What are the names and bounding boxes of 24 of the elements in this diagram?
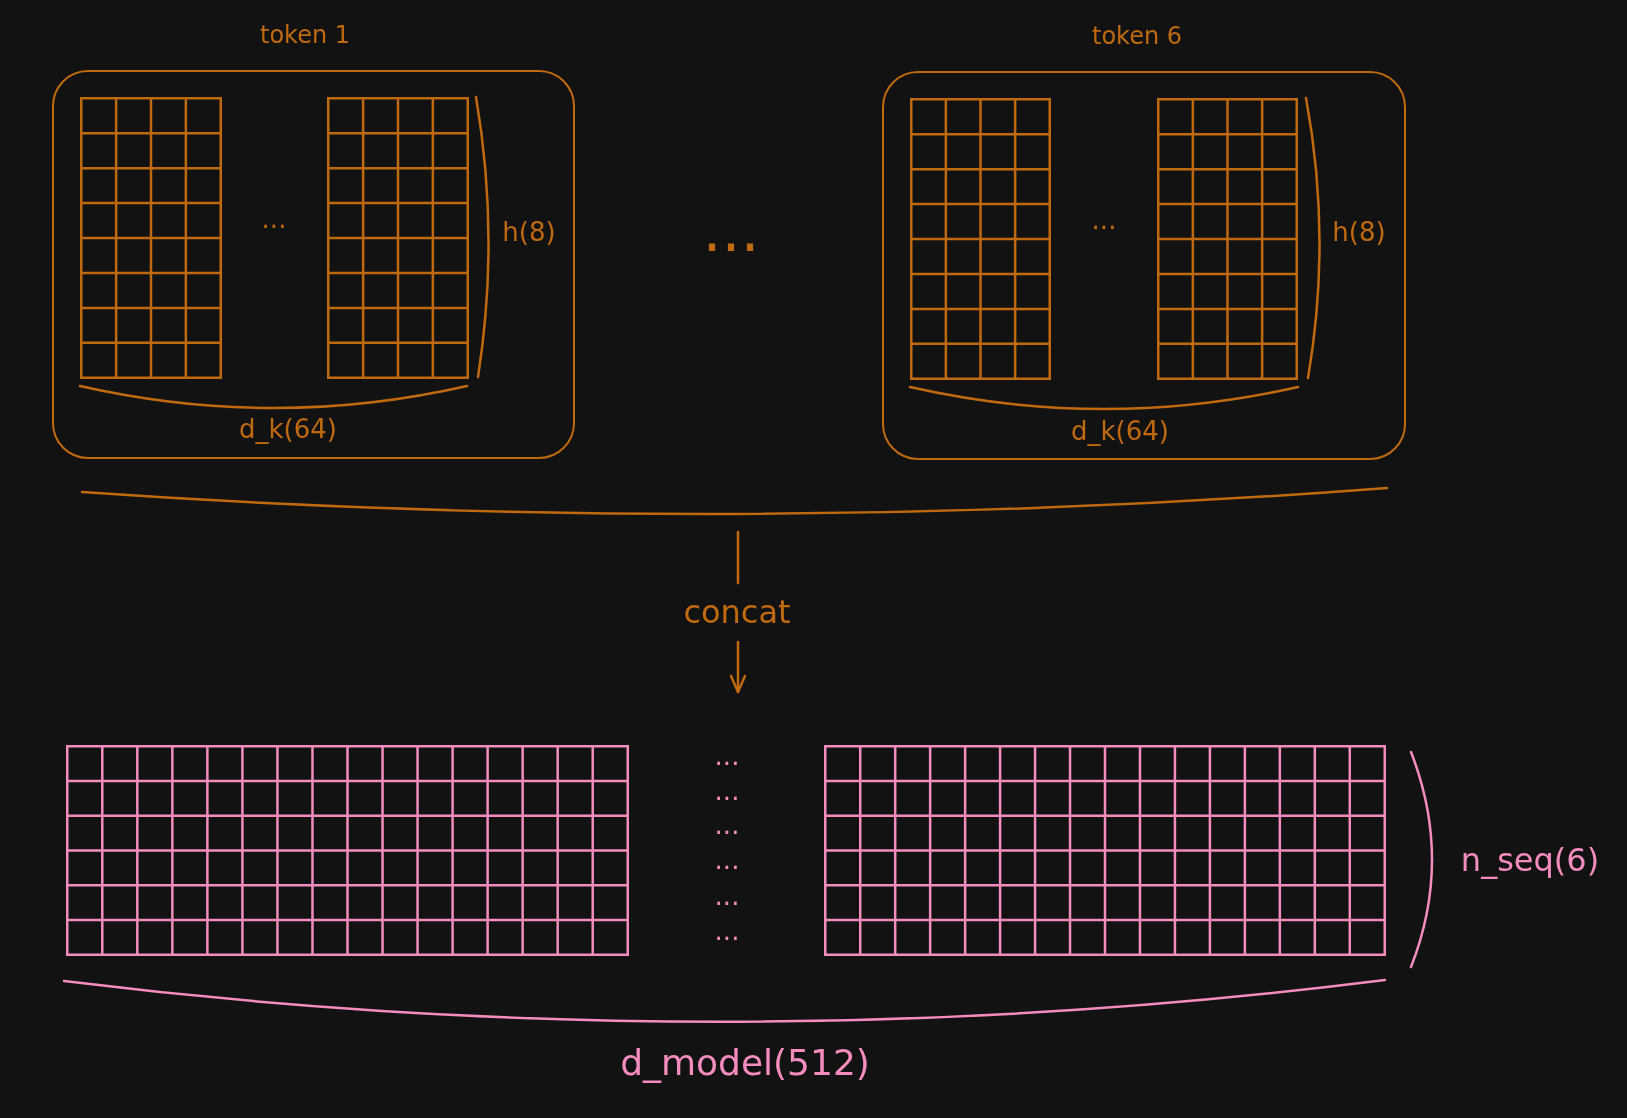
matrix-grid xyxy=(80,97,222,379)
ellipsis: ... xyxy=(714,846,740,876)
ellipsis: ... xyxy=(714,742,740,772)
matrix-grid xyxy=(66,745,629,956)
matrix-grid xyxy=(910,98,1051,380)
arrow-label: concat xyxy=(683,593,791,631)
dimension-label: h(8) xyxy=(502,218,556,248)
ellipsis: ... xyxy=(714,811,740,841)
matrix-grid xyxy=(1157,98,1298,380)
ellipsis: ... xyxy=(702,195,760,265)
ellipsis: ... xyxy=(714,882,740,912)
ellipsis: ... xyxy=(261,205,287,235)
matrix-grid xyxy=(824,745,1386,956)
dimension-label: h(8) xyxy=(1332,218,1386,248)
ellipsis: ... xyxy=(714,917,740,947)
dimension-label: d_k(64) xyxy=(239,415,337,445)
panel-heading: token 1 xyxy=(260,22,350,50)
panel-heading: token 6 xyxy=(1092,23,1182,51)
dimension-label: d_model(512) xyxy=(620,1042,870,1084)
ellipsis: ... xyxy=(1091,206,1117,236)
ellipsis: ... xyxy=(714,777,740,807)
dimension-label: n_seq(6) xyxy=(1460,841,1600,879)
matrix-grid xyxy=(327,97,469,379)
dimension-label: d_k(64) xyxy=(1071,417,1169,447)
